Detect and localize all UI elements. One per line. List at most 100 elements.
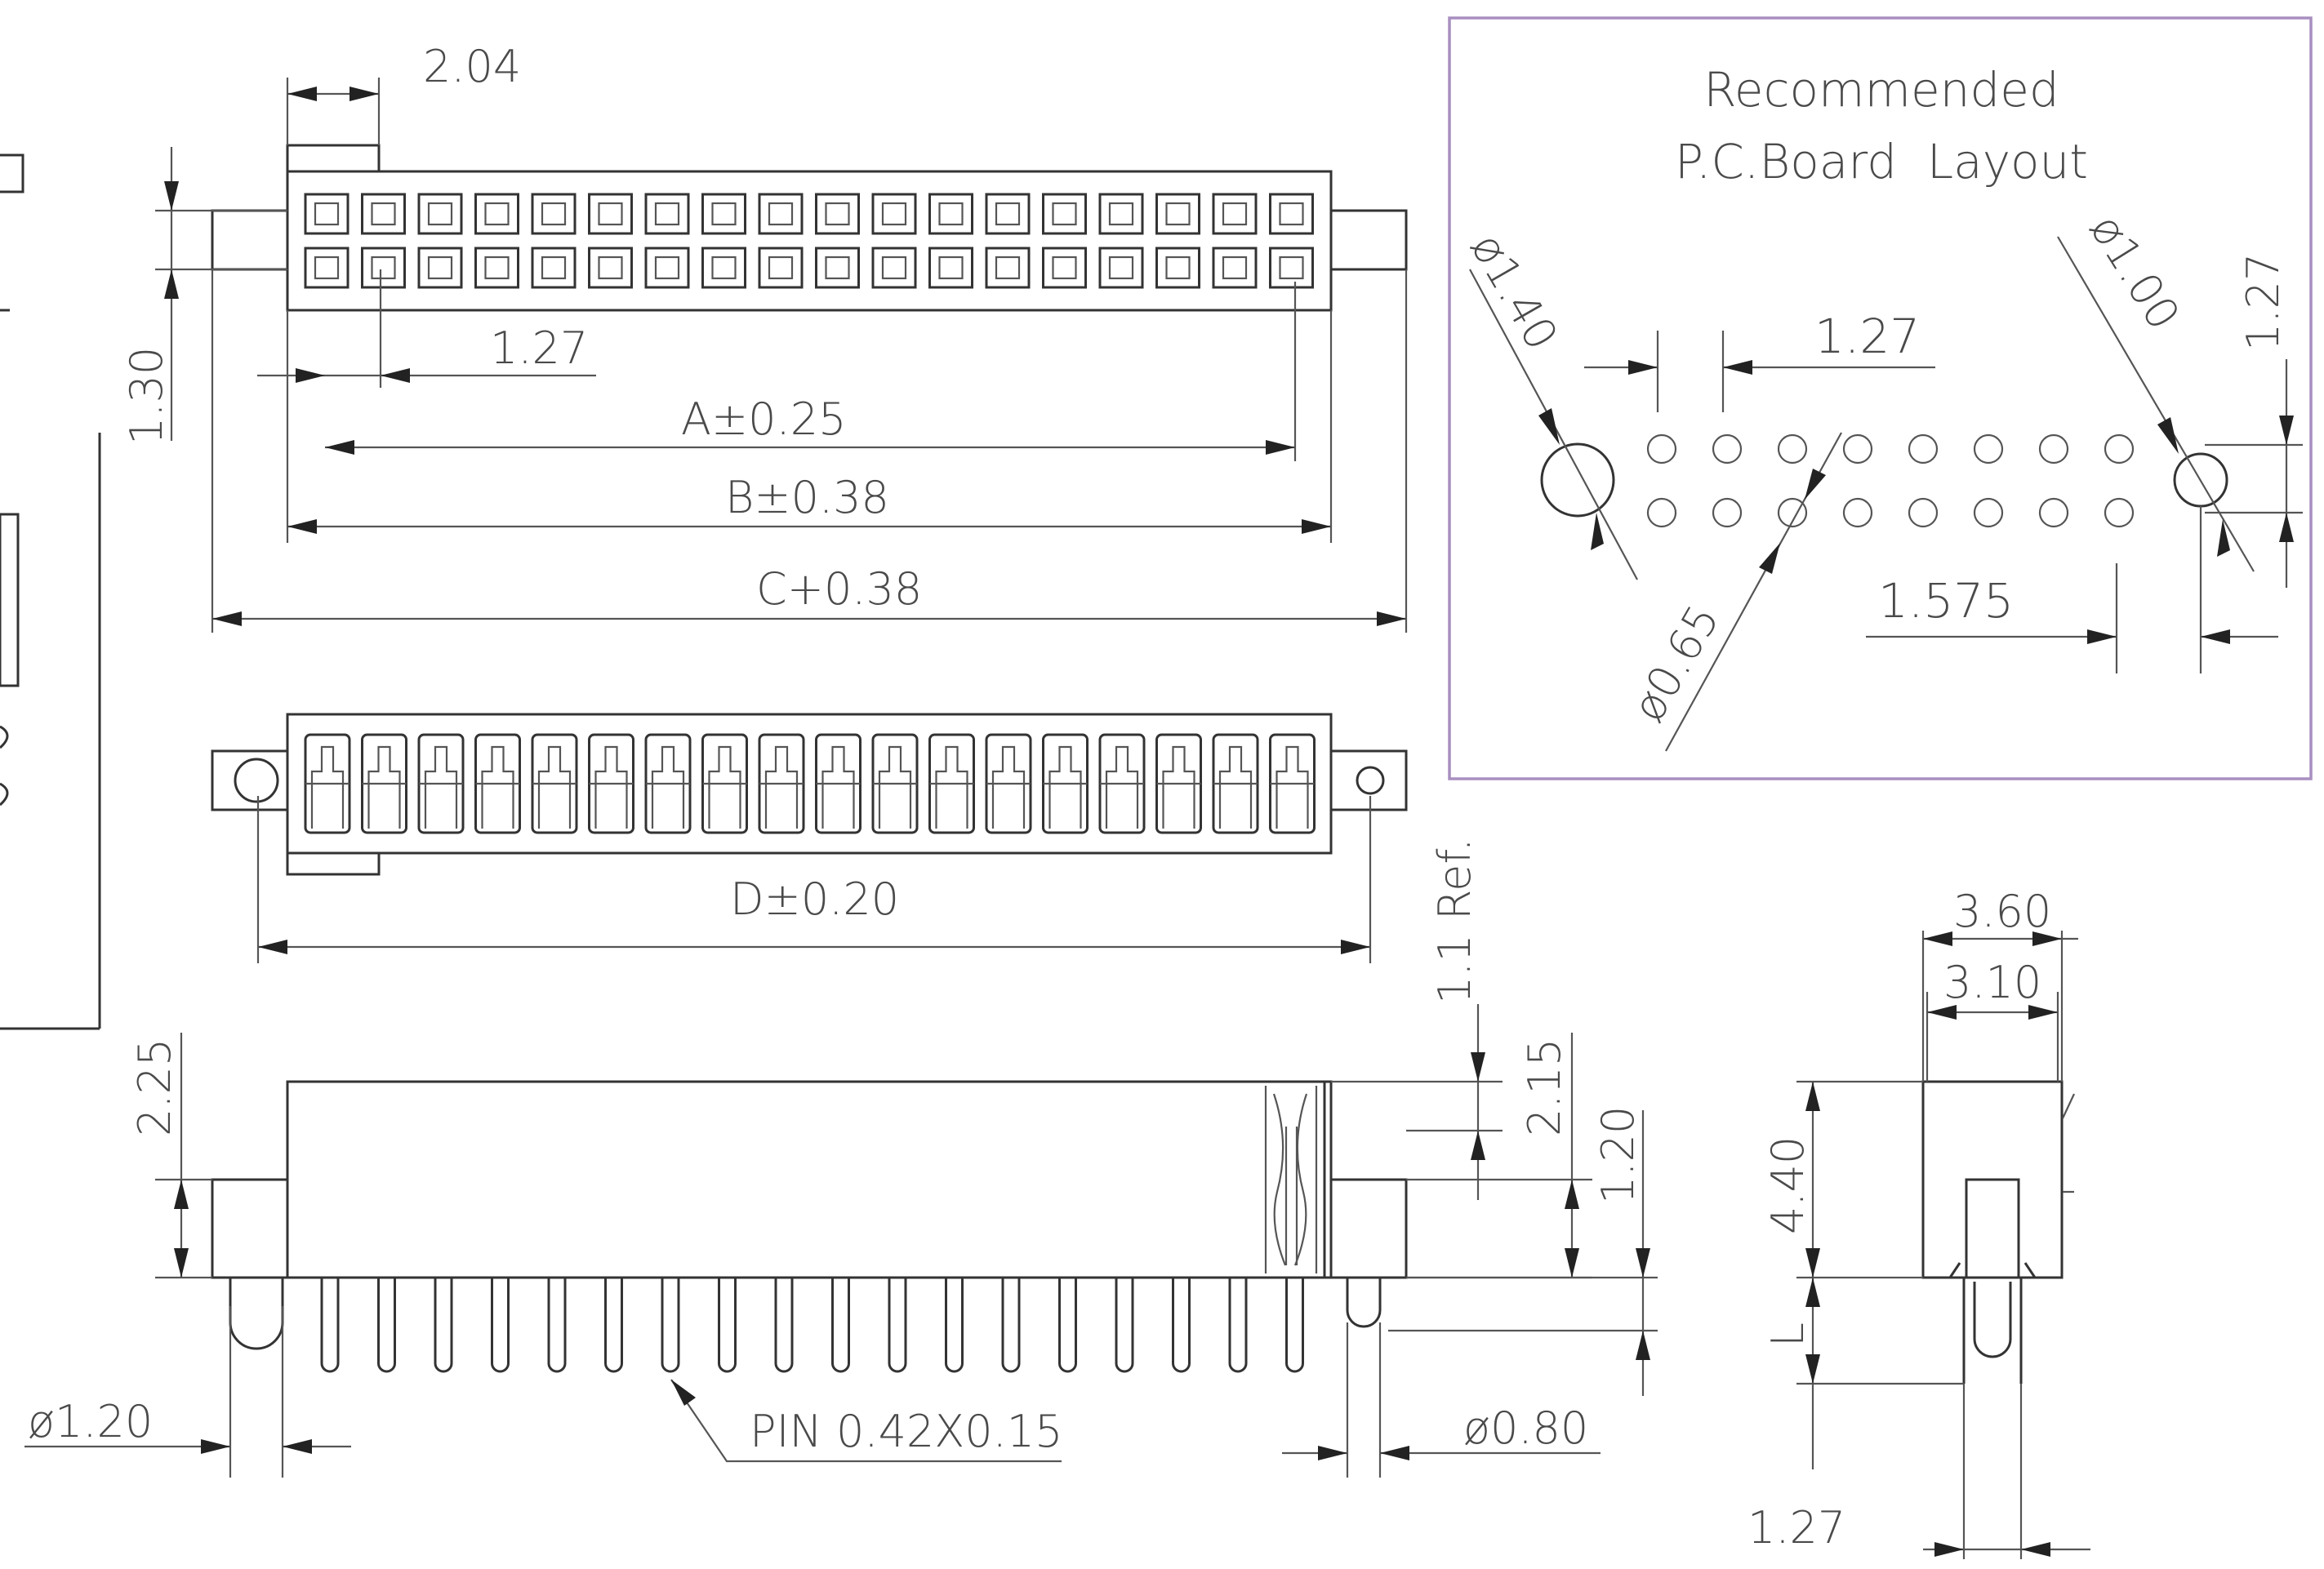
pcb-hole: [1908, 497, 1939, 528]
left-partial-view: [0, 153, 101, 1030]
dim-1-30-label: 1.30: [121, 347, 172, 445]
mount-hole-right: [1356, 766, 1385, 795]
dim-1-27-top: [257, 269, 596, 388]
contact-cavity: [474, 193, 519, 235]
dim-1-1-ref-label: 1.1 Ref.: [1429, 838, 1480, 1004]
dim-1-27-top-label: 1.27: [490, 322, 588, 374]
pin: [491, 1278, 510, 1373]
contact-cavity: [417, 193, 463, 235]
dim-d-label: D±0.20: [730, 873, 899, 925]
top-contact-grid: [304, 193, 1314, 289]
contact-cavity: [985, 193, 1031, 235]
contact-spring: [1212, 733, 1259, 834]
contact-spring: [701, 733, 748, 834]
contact-cavity: [361, 247, 406, 289]
contact-cavity: [588, 247, 633, 289]
pin: [1228, 1278, 1248, 1373]
pcb-hole: [1842, 497, 1873, 528]
dim-3-10-label: 3.10: [1943, 957, 2041, 1008]
dim-2-15-label: 2.15: [1519, 1038, 1570, 1136]
pin: [888, 1278, 907, 1373]
pcb-hole: [1646, 497, 1677, 528]
contact-cavity: [871, 193, 917, 235]
contact-cavity: [815, 193, 860, 235]
dim-c: [211, 269, 1408, 633]
pcb-hole: [2038, 497, 2069, 528]
dim-3-10: [1926, 992, 2059, 1082]
dim-a-label: A±0.25: [681, 393, 846, 445]
dim-1-30: [155, 147, 287, 441]
side-view: [211, 1080, 1408, 1373]
contact-spring: [928, 733, 975, 834]
contact-cavity: [1155, 247, 1200, 289]
contact-cavity: [417, 247, 463, 289]
dim-dia-1-20-label: ø1.20: [28, 1396, 153, 1447]
contact-spring: [985, 733, 1032, 834]
pcb-hole: [1973, 433, 2004, 464]
contact-cavity: [304, 193, 349, 235]
pcb-hole: [1908, 433, 1939, 464]
contact-cavity: [1155, 193, 1200, 235]
pcb-mount-hole-left: [1540, 442, 1615, 518]
contact-cavity: [1042, 247, 1087, 289]
contact-cavity: [1098, 247, 1144, 289]
contact-spring: [531, 733, 578, 834]
contact-spring: [588, 733, 634, 834]
pin: [547, 1278, 567, 1373]
pcb-dia-1-00-label: ø1.00: [2080, 206, 2190, 339]
contact-spring: [1098, 733, 1146, 834]
pcb-hole: [2038, 433, 2069, 464]
contact-cavity: [588, 193, 633, 235]
pin: [831, 1278, 850, 1373]
contact-cavity: [1042, 193, 1087, 235]
dim-dia-0-80-label: ø0.80: [1463, 1402, 1588, 1454]
pcb-hole: [1842, 433, 1873, 464]
contact-spring: [417, 733, 465, 834]
contact-spring: [1042, 733, 1089, 834]
contact-cavity: [304, 247, 349, 289]
contact-spring: [304, 733, 351, 834]
contact-cavity: [1269, 247, 1314, 289]
pcb-dia-1-40-label: ø1.40: [1461, 224, 1568, 358]
pin: [1115, 1278, 1134, 1373]
contact-spring: [758, 733, 805, 834]
pcb-hole: [1973, 497, 2004, 528]
pin: [945, 1278, 964, 1373]
pcb-title-line2: P.C.Board Layout: [1675, 134, 2088, 189]
dim-b-label: B±0.38: [725, 472, 889, 523]
dim-dia-1-20: [24, 1306, 351, 1478]
pin: [1001, 1278, 1021, 1373]
contact-cavity: [1212, 247, 1258, 289]
dim-2-25-label: 2.25: [129, 1038, 180, 1136]
contact-cavity: [361, 193, 406, 235]
pin: [661, 1278, 680, 1373]
pcb-layout-panel: [1448, 16, 2313, 780]
pcb-layout-frame: [1448, 16, 2313, 780]
pin: [434, 1278, 453, 1373]
contact-cavity: [815, 247, 860, 289]
pin-row: [320, 1278, 1304, 1373]
dim-2-25: [155, 1033, 212, 1279]
contact-cavity: [758, 247, 804, 289]
contact-cavity: [928, 193, 973, 235]
dim-3-60: [1921, 931, 2078, 1082]
contact-cavity: [985, 247, 1031, 289]
front-contact-row: [304, 733, 1316, 834]
pcb-hole: [1712, 497, 1743, 528]
contact-cavity: [1098, 193, 1144, 235]
contact-cavity: [474, 247, 519, 289]
pin-label: PIN 0.42X0.15: [750, 1406, 1063, 1457]
dim-c-label: C+0.38: [756, 563, 922, 615]
contact-cavity: [1269, 193, 1314, 235]
dim-1-20-label: 1.20: [1592, 1106, 1644, 1204]
top-view: [211, 144, 1408, 312]
pcb-row-pitch-label: 1.27: [2237, 253, 2289, 351]
end-view: [1921, 1080, 2075, 1384]
dim-d: [256, 796, 1372, 963]
pcb-hole: [1646, 433, 1677, 464]
contact-spring: [644, 733, 692, 834]
pin-leader: [670, 1379, 1062, 1463]
dim-L: [1796, 1278, 1964, 1469]
contact-spring: [871, 733, 919, 834]
